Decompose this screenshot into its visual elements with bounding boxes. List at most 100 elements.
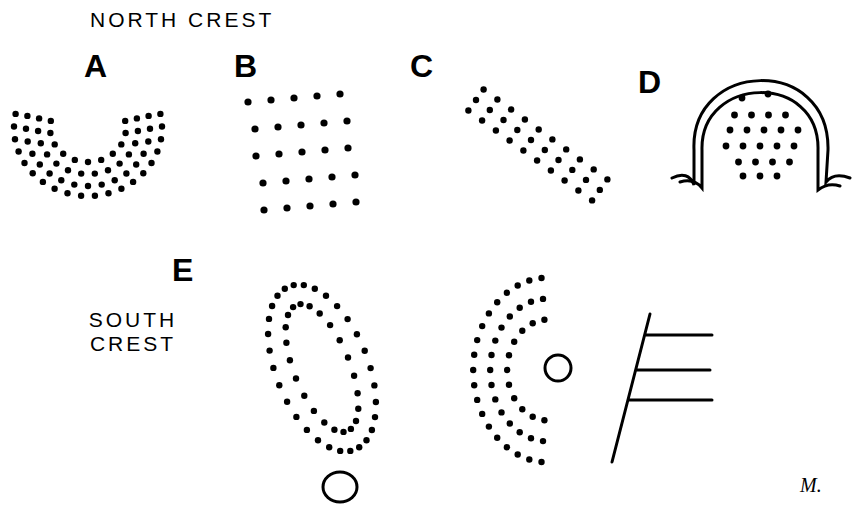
dot	[145, 138, 151, 144]
dot	[147, 126, 153, 132]
dot	[133, 161, 139, 167]
dot	[493, 127, 499, 133]
dot	[328, 173, 335, 180]
dot	[344, 316, 350, 322]
figure-letter: C	[410, 48, 433, 85]
dot	[267, 96, 274, 103]
dot	[12, 136, 18, 142]
dot	[304, 427, 310, 433]
dot	[122, 118, 128, 124]
dot	[786, 159, 793, 166]
dot	[479, 117, 485, 123]
dot	[517, 429, 523, 435]
dot	[306, 303, 312, 309]
figure-letter: A	[84, 48, 107, 85]
dot	[283, 340, 289, 346]
region-title: SOUTH CREST	[78, 308, 188, 356]
figure-letter: D	[638, 64, 661, 101]
dot	[371, 382, 377, 388]
dot	[47, 130, 53, 136]
dot	[479, 411, 485, 417]
dot	[118, 141, 124, 147]
dot	[583, 177, 589, 183]
dot	[293, 375, 299, 381]
dot	[528, 299, 534, 305]
figure-letter: B	[234, 48, 257, 85]
dot	[30, 170, 36, 176]
signature: M.	[800, 474, 822, 497]
dot	[486, 423, 492, 429]
dot	[321, 146, 328, 153]
dot	[555, 157, 561, 163]
dot	[541, 317, 547, 323]
small-circle	[545, 355, 571, 381]
dot	[498, 324, 504, 330]
dot	[761, 127, 768, 134]
dot	[506, 382, 512, 388]
dot	[157, 111, 163, 117]
dot	[15, 148, 21, 154]
dot	[504, 290, 510, 296]
dot	[494, 96, 500, 102]
dot	[538, 459, 544, 465]
dot	[140, 170, 146, 176]
dot	[260, 206, 267, 213]
dot	[465, 107, 471, 113]
dot	[306, 202, 313, 209]
dot	[362, 348, 368, 354]
dot	[323, 293, 329, 299]
dot	[515, 282, 521, 288]
dot	[528, 435, 534, 441]
dot	[112, 177, 118, 183]
dot	[99, 181, 105, 187]
dot	[320, 119, 327, 126]
dot	[757, 143, 764, 150]
dot	[244, 98, 251, 105]
dot	[471, 352, 477, 358]
dot	[301, 282, 307, 288]
dot	[38, 140, 44, 146]
dot	[744, 127, 751, 134]
dot	[508, 106, 514, 112]
dot	[298, 148, 305, 155]
dot	[569, 167, 575, 173]
dot	[283, 204, 290, 211]
dot	[145, 113, 151, 119]
dot	[515, 451, 521, 457]
dot	[301, 393, 307, 399]
dot	[514, 127, 520, 133]
dot	[548, 167, 554, 173]
dot	[11, 123, 17, 129]
dot	[591, 166, 597, 172]
dot	[46, 170, 52, 176]
dot	[85, 159, 91, 165]
dot	[757, 173, 764, 180]
dot	[24, 113, 30, 119]
dot	[487, 107, 493, 113]
dot	[769, 159, 776, 166]
dot	[504, 444, 510, 450]
dot	[367, 365, 373, 371]
dot	[315, 437, 321, 443]
dot	[507, 313, 513, 319]
dot	[492, 337, 498, 343]
dot	[123, 170, 129, 176]
dot	[291, 282, 297, 288]
dot	[337, 337, 343, 343]
dot	[372, 414, 378, 420]
dot	[735, 159, 742, 166]
dot	[140, 151, 146, 157]
dot	[44, 151, 50, 157]
dot	[474, 337, 480, 343]
dot	[471, 382, 477, 388]
dot	[293, 414, 299, 420]
dot	[283, 324, 289, 330]
dot	[353, 418, 359, 424]
dot	[506, 137, 512, 143]
dot	[92, 170, 98, 176]
dot	[275, 150, 282, 157]
dot	[782, 112, 789, 119]
dot	[538, 275, 544, 281]
dot	[795, 127, 802, 134]
dot	[343, 117, 350, 124]
